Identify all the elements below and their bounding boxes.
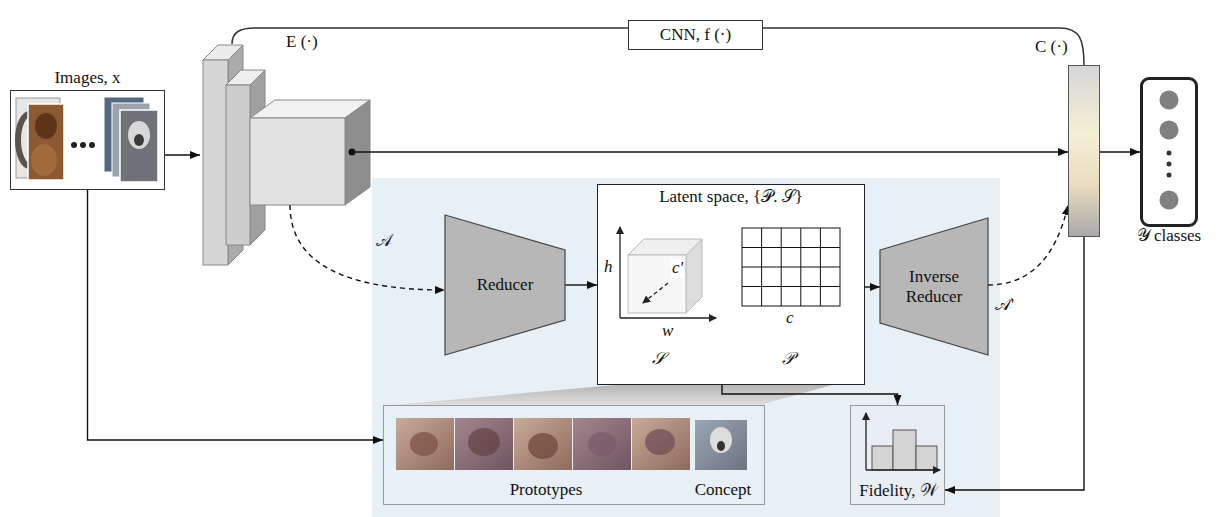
inverse-reducer-trapezoid: Inverse Reducer xyxy=(880,218,988,355)
trapezoid-shape xyxy=(445,215,565,355)
axis-label: 𝒫 xyxy=(782,350,794,369)
art-rect xyxy=(916,446,937,470)
axis-label: w xyxy=(662,322,673,341)
arrow xyxy=(88,190,384,440)
art-line xyxy=(619,227,620,318)
art-rect xyxy=(851,406,944,504)
arrow xyxy=(165,154,200,155)
dashed-arrow xyxy=(988,205,1068,285)
art-circle xyxy=(80,142,86,148)
node-text: Fidelity, 𝒲 xyxy=(859,481,937,501)
edge-label: 𝒜 xyxy=(376,232,392,251)
encoder-block: E (·) xyxy=(200,45,352,205)
art-circle xyxy=(1167,162,1172,167)
art-circle xyxy=(1160,191,1179,210)
art-rect xyxy=(628,255,686,313)
art-line xyxy=(742,267,840,268)
output-box: 𝒴 classes xyxy=(1140,77,1198,227)
projection-funnel xyxy=(392,385,832,405)
prototype-images xyxy=(396,418,747,470)
input-images xyxy=(16,97,158,182)
art-ellipse xyxy=(128,121,150,149)
art-ellipse xyxy=(134,134,144,146)
art-ellipse xyxy=(645,429,675,455)
node-text: Prototypes xyxy=(510,480,583,500)
art-rect xyxy=(742,228,840,306)
image-batch: Images, x xyxy=(10,90,165,190)
art-rect xyxy=(893,430,916,470)
art-ellipse xyxy=(35,113,57,139)
trapezoid-shape xyxy=(880,218,988,355)
arrow xyxy=(865,286,880,287)
art-line xyxy=(866,469,940,470)
axis-label: c xyxy=(786,309,794,328)
axis-label: h xyxy=(604,258,613,277)
class-outputs xyxy=(1160,91,1179,210)
fidelity-box: Fidelity, 𝒲 xyxy=(850,405,945,505)
art-rect xyxy=(695,420,747,470)
art-line xyxy=(620,317,716,318)
art-rect xyxy=(226,85,250,245)
art-circle xyxy=(1160,91,1179,110)
art-ellipse xyxy=(717,441,725,451)
art-ellipse xyxy=(410,432,438,456)
art-rect xyxy=(203,60,228,265)
art-ellipse xyxy=(528,433,558,459)
arrow xyxy=(1100,151,1140,152)
art-circle xyxy=(1160,121,1179,140)
arrow xyxy=(565,284,597,285)
art-rect xyxy=(455,418,513,470)
classifier-bar: C (·) xyxy=(1068,65,1100,237)
art-rect xyxy=(120,110,158,182)
node-text: CNN, f (·) xyxy=(660,25,731,45)
arrow xyxy=(352,151,1068,152)
art-ellipse xyxy=(468,428,500,456)
art-rect xyxy=(632,418,690,470)
axis-label: 𝒮 xyxy=(652,350,665,369)
latent-ground xyxy=(597,184,865,385)
art-ellipse xyxy=(31,144,57,176)
node-text: Reducer xyxy=(477,275,534,295)
art-line xyxy=(742,286,840,287)
node-text: Inverse Reducer xyxy=(892,267,976,306)
encoder-blocks xyxy=(203,45,370,265)
edge-label: 𝒜' xyxy=(995,296,1014,315)
arrow xyxy=(722,385,898,405)
latent-space-box: Latent space, {𝒫. 𝒮} xyxy=(597,184,865,385)
art-line xyxy=(742,247,840,248)
art-line xyxy=(865,413,866,470)
art-rect xyxy=(396,418,454,470)
art-line xyxy=(643,283,668,303)
cnn-label-box: CNN, f (·) xyxy=(628,20,763,50)
latent-tensor xyxy=(620,227,716,318)
node-text: E (·) xyxy=(286,32,318,52)
art-rect xyxy=(573,418,631,470)
dashed-arrow xyxy=(290,205,445,290)
node-text: Latent space, {𝒫. 𝒮} xyxy=(659,187,803,207)
art-circle xyxy=(89,142,95,148)
axis-label: c' xyxy=(671,259,684,278)
art-rect xyxy=(28,104,64,180)
art-polygon xyxy=(686,239,702,313)
node-text: Images, x xyxy=(54,68,120,88)
art-circle xyxy=(1167,173,1172,178)
fidelity-histogram xyxy=(851,406,944,504)
art-ellipse xyxy=(588,432,616,456)
art-circle xyxy=(1167,151,1172,156)
prototype-matrix xyxy=(742,228,840,306)
art-rect xyxy=(250,118,345,205)
art-rect xyxy=(872,446,893,470)
art-ellipse xyxy=(710,427,732,453)
node-text: 𝒴 classes xyxy=(1137,226,1201,246)
node-text: C (·) xyxy=(1035,37,1068,57)
node-text: Concept xyxy=(695,480,752,500)
prototype-box: Prototypes Concept xyxy=(383,405,765,505)
art-circle xyxy=(71,142,77,148)
reducer-trapezoid: Reducer xyxy=(445,215,565,355)
art-rect xyxy=(514,418,572,470)
